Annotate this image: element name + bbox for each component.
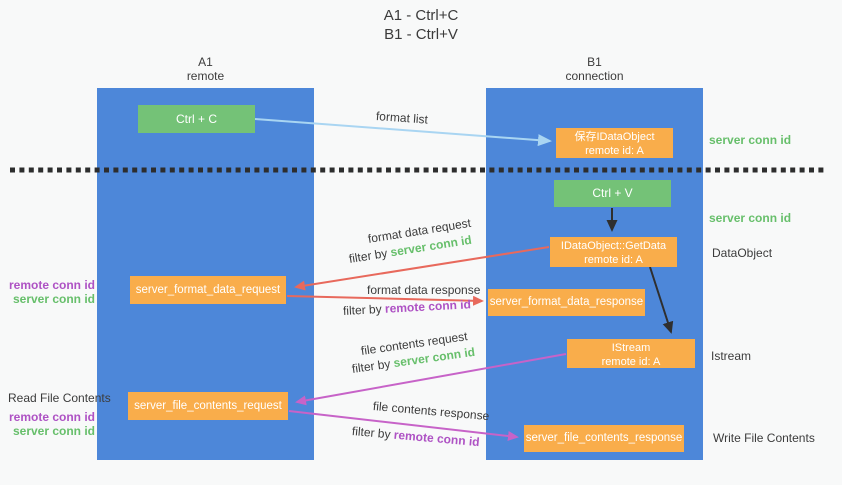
- ctrl-v-label: Ctrl + V: [592, 186, 633, 200]
- file-response-filter-label: filter by remote conn id: [351, 424, 480, 449]
- getdata-box: IDataObject::GetData remote id: A: [550, 237, 677, 267]
- format-list-label: format list: [375, 109, 429, 127]
- format-response-filter-label: filter by remote conn id: [343, 297, 472, 318]
- format-conn-id-stack: remote conn id server conn id: [0, 278, 95, 306]
- lane-a1-role: remote: [186, 69, 225, 83]
- read-file-contents-label: Read File Contents: [8, 391, 111, 405]
- lane-a1-name: A1: [198, 55, 213, 69]
- getdata-line2: remote id: A: [584, 254, 643, 266]
- istream-box: IStream remote id: A: [567, 339, 695, 368]
- file-contents-response-label: file contents response: [372, 399, 490, 424]
- server-conn-id-label: server conn id: [12, 424, 95, 438]
- lane-header-a1: A1 remote: [97, 55, 314, 83]
- filter-by-text: filter by: [351, 424, 395, 442]
- filter-by-text: filter by: [351, 356, 395, 376]
- server-conn-id-mid-label: server conn id: [709, 211, 792, 225]
- lane-header-b1: B1 connection: [486, 55, 703, 83]
- dataobject-label: DataObject: [712, 246, 773, 260]
- remote-conn-id-label: remote conn id: [8, 278, 95, 292]
- ctrl-v-box: Ctrl + V: [554, 180, 671, 207]
- server-conn-id-label: server conn id: [12, 292, 95, 306]
- saved-dataobject-box: 保存IDataObject remote id: A: [556, 128, 673, 158]
- lane-b1-name: B1: [587, 55, 602, 69]
- saved-dataobject-line2: remote id: A: [585, 145, 644, 157]
- format-data-response-label: format data response: [367, 283, 481, 297]
- server-file-contents-request-label: server_file_contents_request: [134, 400, 282, 412]
- istream-line2: remote id: A: [601, 356, 661, 368]
- server-format-data-response-label: server_format_data_response: [489, 296, 644, 308]
- server-file-contents-response-box: server_file_contents_response: [524, 425, 684, 452]
- page-title-line2: B1 - Ctrl+V: [384, 26, 458, 43]
- istream-side-label: Istream: [711, 349, 752, 363]
- filter-by-text: filter by: [347, 245, 392, 266]
- server-format-data-request-box: server_format_data_request: [130, 276, 286, 304]
- write-file-contents-label: Write File Contents: [713, 431, 815, 445]
- server-format-data-request-label: server_format_data_request: [135, 284, 281, 296]
- ctrl-c-label: Ctrl + C: [175, 112, 217, 126]
- server-file-contents-response-label: server_file_contents_response: [525, 432, 683, 444]
- remote-conn-id-label: remote conn id: [8, 410, 95, 424]
- ctrl-c-box: Ctrl + C: [138, 105, 255, 133]
- remote-conn-id-text: remote conn id: [393, 427, 481, 450]
- server-format-data-response-box: server_format_data_response: [488, 289, 645, 316]
- saved-dataobject-line1: 保存IDataObject: [574, 131, 655, 143]
- filter-by-text: filter by: [342, 301, 386, 318]
- lane-b1-role: connection: [565, 69, 624, 83]
- remote-conn-id-text: remote conn id: [384, 297, 472, 316]
- page-title: A1 - Ctrl+C B1 - Ctrl+V: [0, 6, 842, 44]
- file-conn-id-stack: remote conn id server conn id: [0, 410, 95, 438]
- server-conn-id-top-label: server conn id: [709, 133, 792, 147]
- getdata-line1: IDataObject::GetData: [560, 240, 667, 252]
- server-file-contents-request-box: server_file_contents_request: [128, 392, 288, 420]
- istream-line1: IStream: [611, 342, 651, 354]
- page-title-line1: A1 - Ctrl+C: [383, 7, 459, 24]
